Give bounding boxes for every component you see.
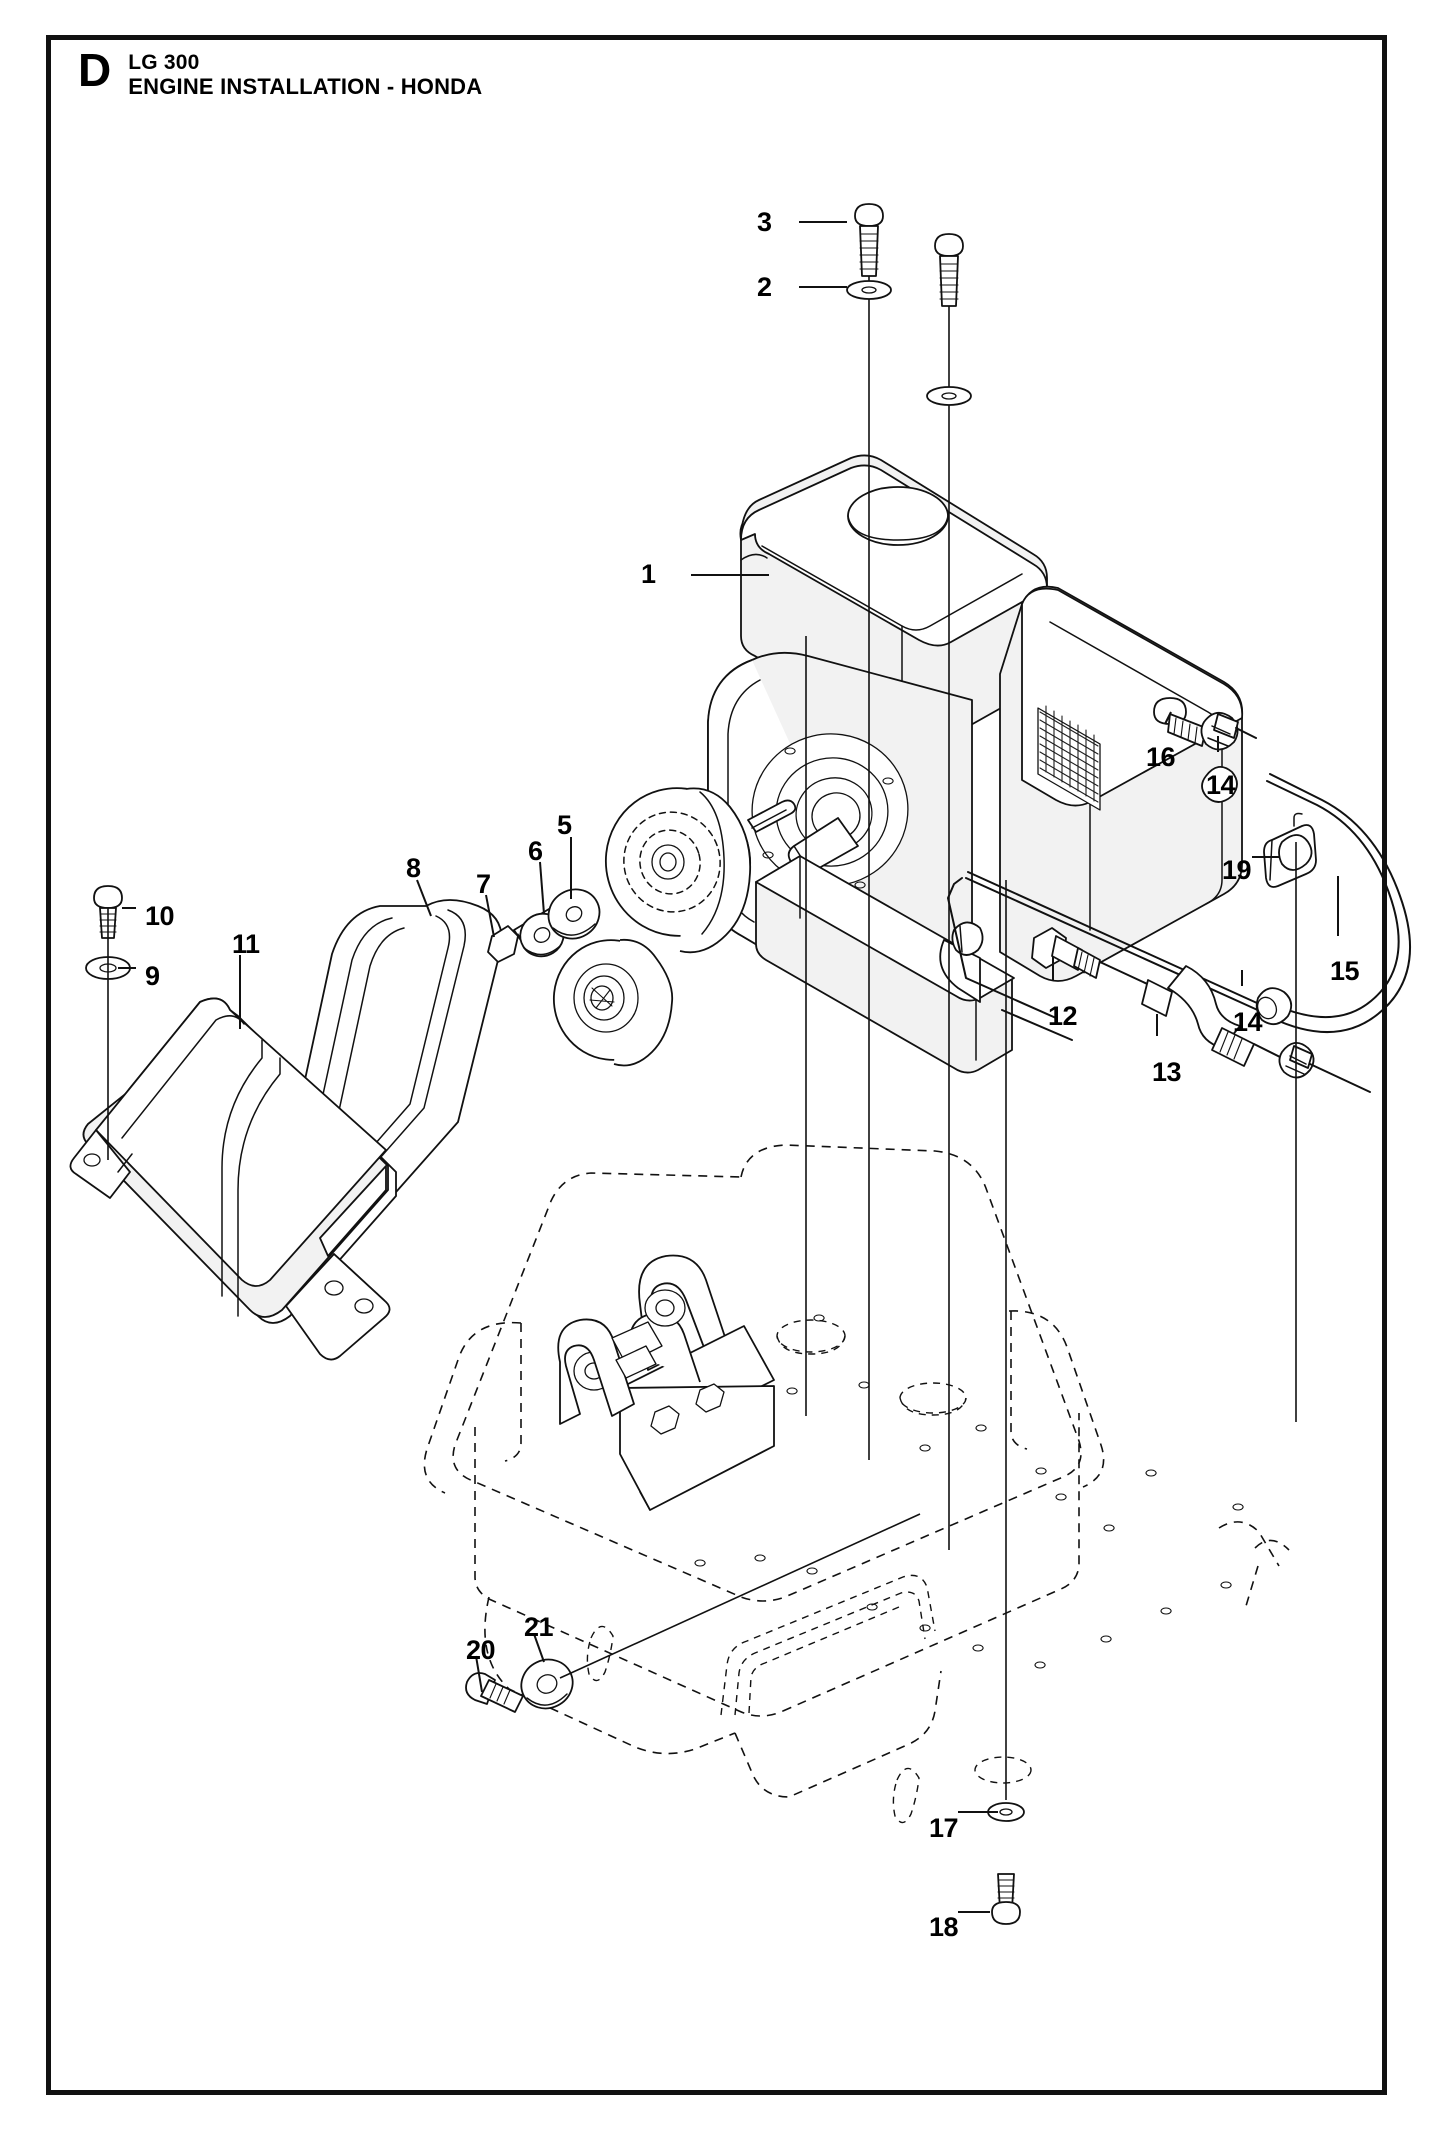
- title-block: D LG 300 ENGINE INSTALLATION - HONDA: [78, 44, 482, 99]
- callout-19: 19: [1222, 855, 1252, 885]
- model-name: LG 300: [128, 51, 200, 74]
- callout-12: 12: [1048, 1001, 1078, 1031]
- callout-17: 17: [929, 1813, 959, 1843]
- callout-1: 1: [641, 559, 656, 589]
- callout-10: 10: [145, 901, 175, 931]
- callout-15: 15: [1330, 956, 1360, 986]
- callout-20: 20: [466, 1635, 496, 1665]
- callout-2: 2: [757, 272, 772, 302]
- callout-5: 5: [557, 810, 572, 840]
- callout-6: 6: [528, 836, 543, 866]
- callout-13: 13: [1152, 1057, 1182, 1087]
- sheet-title: ENGINE INSTALLATION - HONDA: [128, 74, 483, 99]
- title-lines: LG 300 ENGINE INSTALLATION - HONDA: [128, 48, 482, 99]
- callout-18: 18: [929, 1912, 959, 1942]
- callout-14a: 14: [1206, 770, 1236, 800]
- callout-9: 9: [145, 961, 160, 991]
- page-border: [46, 35, 1387, 2095]
- callout-14b: 14: [1233, 1007, 1263, 1037]
- callout-3: 3: [757, 207, 772, 237]
- callout-7: 7: [476, 869, 491, 899]
- callout-11: 11: [232, 929, 260, 959]
- callout-8: 8: [406, 853, 421, 883]
- section-letter: D: [78, 44, 111, 96]
- callout-21: 21: [524, 1612, 554, 1642]
- callout-16: 16: [1146, 742, 1176, 772]
